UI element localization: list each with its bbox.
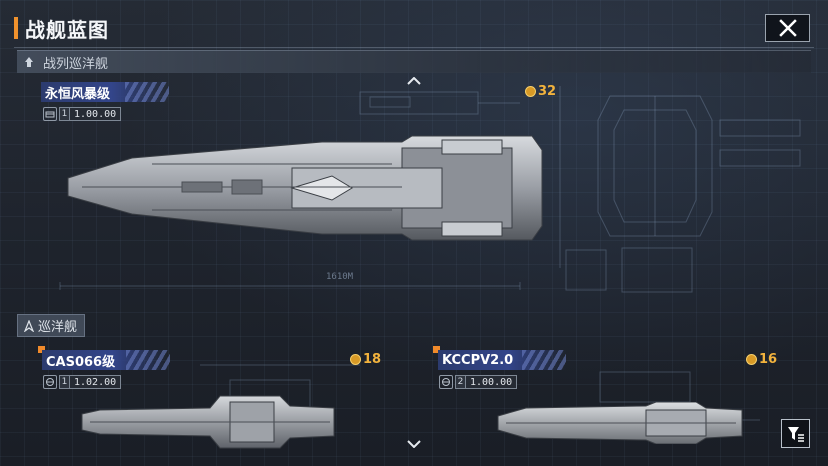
title-accent-bar <box>14 17 18 39</box>
ship-value: 1.00.00 <box>70 107 122 121</box>
filter-icon <box>787 426 804 442</box>
ship-cost: 16 <box>746 352 777 367</box>
ship-grade-row: 1 1.00.00 <box>43 107 122 121</box>
ship-cost-value: 32 <box>538 84 557 99</box>
filter-button[interactable] <box>781 419 810 448</box>
ship-name: KCCPV2.0 <box>442 352 514 368</box>
ship-class-icon <box>23 56 35 68</box>
ship-cost-value: 16 <box>759 352 778 367</box>
close-icon <box>778 19 797 37</box>
cruiser-ship-image-1 <box>81 395 335 449</box>
header-divider <box>14 47 814 48</box>
ship-class-icon <box>24 319 34 332</box>
ship-name-tag: CAS066级 <box>42 350 170 370</box>
page-title: 战舰蓝图 <box>25 18 109 42</box>
ship-level: 2 <box>455 375 466 389</box>
ship-name: 永恒风暴级 <box>45 86 111 102</box>
grade-icon <box>439 375 453 389</box>
ship-cost: 32 <box>525 84 556 99</box>
chevron-down-icon[interactable] <box>407 440 421 448</box>
coin-icon <box>350 354 361 365</box>
new-marker <box>38 346 45 353</box>
coin-icon <box>525 86 536 97</box>
ship-name-tag: 永恒风暴级 <box>41 82 169 102</box>
ship-cost: 18 <box>350 352 381 367</box>
chevron-up-icon[interactable] <box>407 77 421 85</box>
grade-icon <box>43 107 57 121</box>
section-header-cruiser: 巡洋舰 <box>17 314 85 337</box>
ship-name: CAS066级 <box>46 354 116 370</box>
ship-dimension-label: 1610M <box>326 272 354 282</box>
name-tag-stripes <box>126 350 170 370</box>
ship-value: 1.00.00 <box>466 375 518 389</box>
section-label: 巡洋舰 <box>38 320 78 335</box>
close-button[interactable] <box>765 14 810 42</box>
ship-grade-row: 1 1.02.00 <box>43 375 122 389</box>
ship-name-tag: KCCPV2.0 <box>438 350 566 370</box>
new-marker <box>433 346 440 353</box>
ship-level: 1 <box>59 375 70 389</box>
ship-level: 1 <box>59 107 70 121</box>
ship-cost-value: 18 <box>363 352 382 367</box>
grade-icon <box>43 375 57 389</box>
coin-icon <box>746 354 757 365</box>
name-tag-stripes <box>125 82 169 102</box>
section-header-battlecruiser: 战列巡洋舰 <box>17 50 811 73</box>
cruiser-ship-image-2 <box>497 402 743 444</box>
ship-value: 1.02.00 <box>70 375 122 389</box>
name-tag-stripes <box>522 350 566 370</box>
ship-grade-row: 2 1.00.00 <box>439 375 518 389</box>
section-label: 战列巡洋舰 <box>43 56 109 72</box>
battlecruiser-ship-image <box>67 135 543 241</box>
